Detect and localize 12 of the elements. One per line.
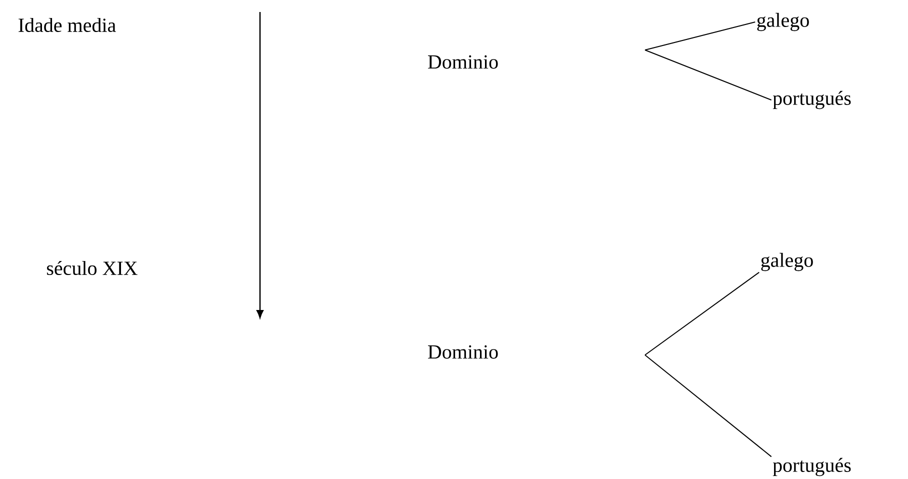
label-text: Dominio [428, 345, 498, 359]
branch-line [644, 272, 760, 356]
branch-line [644, 22, 756, 50]
label-text: Dominio [428, 55, 498, 69]
label-text: galego [757, 12, 809, 32]
branch-line [644, 50, 772, 100]
label-text: século XIX [47, 260, 138, 276]
branch-line [644, 354, 772, 458]
label-text: Idade media [18, 18, 116, 32]
label-text: portugués [772, 458, 851, 476]
label-text: galego [761, 252, 813, 272]
label-text: portugués [772, 90, 851, 110]
